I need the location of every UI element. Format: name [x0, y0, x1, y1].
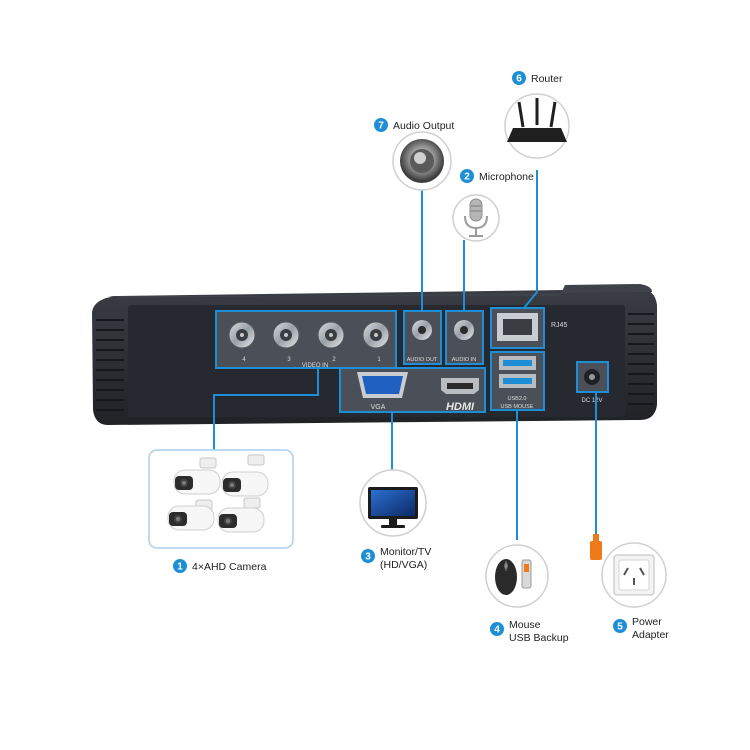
bnc-port-2	[317, 321, 345, 349]
microphone-label: Microphone	[479, 171, 534, 183]
badge-power: 5	[617, 622, 623, 633]
power-outlet-icon	[601, 542, 667, 608]
router-label: Router	[531, 73, 563, 85]
hdmi-label: HDMI	[446, 401, 475, 413]
camera-icon	[217, 497, 265, 533]
microphone-icon	[452, 194, 500, 242]
usb-label: USB2.0	[508, 396, 527, 402]
usb-drive-icon	[521, 559, 532, 589]
bnc-port-1	[362, 321, 390, 349]
audio-in-label: AUDIO IN	[452, 357, 476, 363]
connector-lines	[213, 170, 597, 540]
usb-mouse-label: USB MOUSE	[500, 404, 533, 410]
power-label-line1: Power	[632, 616, 662, 628]
camera-icon	[167, 499, 215, 531]
camera-label: 4×AHD Camera	[192, 561, 267, 573]
camera-icon	[173, 457, 221, 495]
camera-icon	[221, 454, 269, 497]
vga-label: VGA	[371, 404, 386, 411]
port-label-ch4: 4	[242, 357, 246, 363]
mouse-label-line2: USB Backup	[509, 632, 569, 644]
left-vent	[96, 319, 124, 411]
audio-output-label: Audio Output	[393, 120, 454, 132]
camera-box	[148, 449, 294, 549]
right-vent	[628, 313, 654, 405]
audio-out-label: AUDIO OUT	[407, 357, 438, 363]
dvr-device: 4 3 2 1 VIDEO IN AUDIO OUT AUDIO IN RJ45…	[92, 284, 657, 425]
badge-monitor: 3	[365, 552, 371, 563]
camera-connector	[213, 368, 319, 450]
monitor-icon	[359, 469, 427, 537]
router-icon	[504, 93, 570, 159]
mouse-label-line1: Mouse	[509, 619, 541, 631]
monitor-label-line2: (HD/VGA)	[380, 559, 427, 571]
power-label-line2: Adapter	[632, 629, 669, 641]
bnc-port-3	[272, 321, 300, 349]
speaker-icon	[392, 131, 452, 191]
badge-mouse: 4	[494, 625, 500, 636]
badge-router: 6	[516, 74, 522, 85]
camera-group	[148, 449, 294, 549]
badge-microphone: 2	[464, 172, 470, 183]
port-label-ch2: 2	[332, 357, 336, 363]
port-label-ch1: 1	[377, 357, 381, 363]
rj45-label: RJ45	[551, 322, 567, 329]
router-connector	[523, 170, 538, 309]
dc-label: DC 12V	[581, 398, 602, 404]
mouse-icon	[485, 544, 549, 608]
monitor-label-line1: Monitor/TV	[380, 546, 431, 558]
power-plug-icon	[590, 534, 602, 560]
callout-labels: Router Audio Output Microphone 4×AHD Cam…	[192, 73, 669, 644]
badge-camera: 1	[177, 562, 183, 573]
badge-audio-output: 7	[378, 121, 384, 132]
port-label-ch3: 3	[287, 357, 291, 363]
video-in-label: VIDEO IN	[302, 363, 328, 369]
bnc-port-4	[228, 321, 256, 349]
callout-badges: 6 7 2 1 3 4 5	[173, 71, 627, 636]
